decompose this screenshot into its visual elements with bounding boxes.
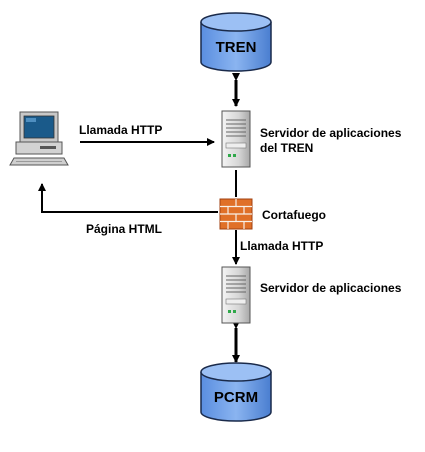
html-page-label: Página HTML bbox=[86, 222, 162, 236]
app-server-label: Servidor de aplicaciones bbox=[260, 281, 402, 295]
database-icon: TREN bbox=[200, 12, 272, 72]
database-icon: PCRM bbox=[200, 362, 272, 422]
database-label-pcrm: PCRM bbox=[214, 389, 258, 406]
tren-server-label-line2: del TREN bbox=[260, 141, 313, 155]
server-icon bbox=[221, 266, 251, 324]
firewall-label: Cortafuego bbox=[262, 208, 326, 222]
tren-server-label-line1: Servidor de aplicaciones bbox=[260, 126, 402, 140]
database-label-tren: TREN bbox=[216, 39, 257, 56]
server-icon bbox=[221, 110, 251, 168]
firewall-icon bbox=[219, 198, 253, 230]
html-page-return-arrow bbox=[38, 183, 218, 213]
computer-icon bbox=[9, 111, 69, 166]
firewall-http-call-label: Llamada HTTP bbox=[240, 239, 323, 253]
http-call-label: Llamada HTTP bbox=[79, 123, 162, 137]
